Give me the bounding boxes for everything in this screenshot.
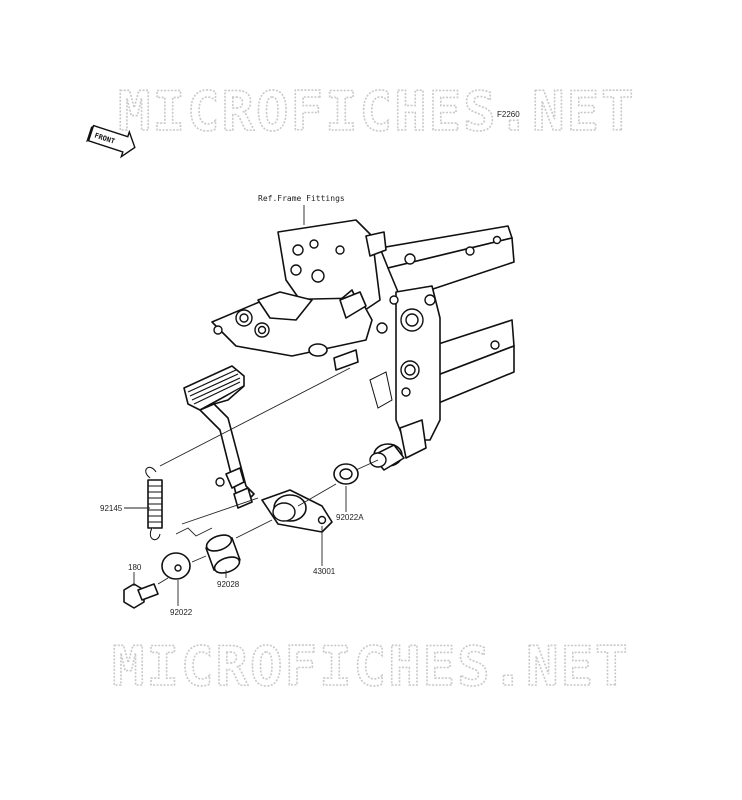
reference-label: Ref.Frame Fittings [258, 194, 345, 203]
leader-lines [124, 367, 379, 606]
callout-180: 180 [128, 563, 142, 572]
return-spring-92145 [145, 466, 163, 541]
front-arrow-icon: FRONT [86, 124, 136, 159]
watermark-bottom: MICROFICHES.NET [112, 635, 630, 698]
callout-92022: 92022 [170, 608, 193, 617]
washer-92022 [161, 552, 191, 580]
bushing-92028 [205, 534, 241, 574]
callout-92028: 92028 [217, 580, 240, 589]
pivot-collar-43001 [261, 489, 333, 533]
washer-92022A [333, 463, 359, 485]
brake-pedal [183, 365, 255, 509]
callout-43001: 43001 [313, 567, 336, 576]
figure-code: F2260 [497, 110, 520, 119]
bolt-180 [123, 583, 159, 609]
callout-92022A: 92022A [336, 513, 364, 522]
frame-assembly [211, 219, 515, 471]
watermark-top: MICROFICHES.NET [118, 80, 636, 143]
callout-92145: 92145 [100, 504, 123, 513]
